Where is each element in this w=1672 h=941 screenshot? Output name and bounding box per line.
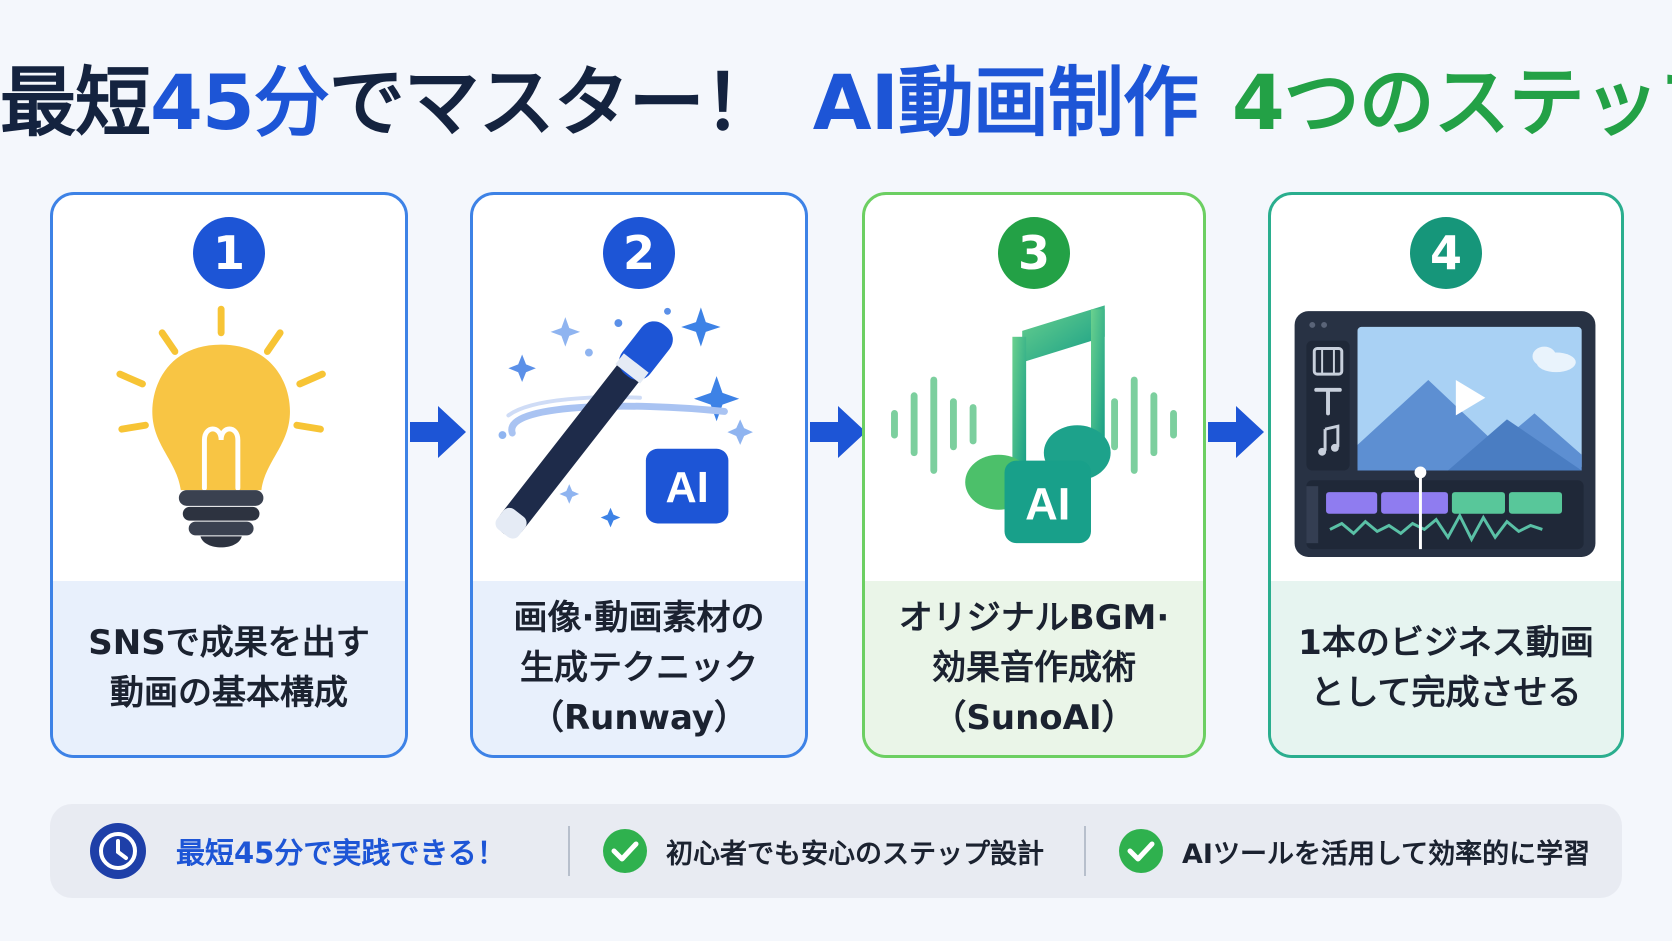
step-card-2: 2 AI 画像·動画素材の 生成テクニック （Runway） (470, 192, 808, 758)
step-2-line-1: 画像·動画素材の (513, 598, 765, 638)
feature-item-1: 最短45分で実践できる！ (88, 804, 506, 898)
step-2-line-3: （Runway） (529, 698, 749, 738)
step-3-line-2: 効果音作成術 (932, 648, 1136, 688)
feature-text-1: 最短45分で実践できる！ (176, 836, 506, 870)
arrow-right-icon (410, 406, 466, 458)
divider (568, 826, 570, 876)
feature-item-2: 初心者でも安心のステップ設計 (602, 804, 1044, 898)
title-part-3: でマスター！ (328, 58, 780, 147)
step-number-badge: 2 (603, 217, 675, 289)
step-3-line-3: （SunoAI） (932, 698, 1136, 738)
video-editor-icon (1294, 311, 1596, 557)
step-number-badge: 1 (193, 217, 265, 289)
music-note-icon: AI (891, 305, 1177, 544)
title-part-4: AI動画制作 (812, 58, 1199, 147)
step-number-badge: 4 (1410, 217, 1482, 289)
step-3-line-1: オリジナルBGM· (898, 598, 1170, 638)
step-4-line-1: 1本のビジネス動画 (1298, 623, 1594, 663)
check-icon (1119, 829, 1163, 873)
page-title: 最短45分でマスター！ AI動画制作 4つのステップ (0, 48, 1672, 158)
feature-bar: 最短45分で実践できる！ 初心者でも安心のステップ設計 AIツールを活用して効率… (50, 804, 1622, 898)
feature-text-2: 初心者でも安心のステップ設計 (666, 838, 1044, 870)
step-1-line-1: SNSで成果を出す (88, 623, 370, 663)
step-card-3: 3 AI オリジナルBGM· 効果音作成術 （SunoAI） (862, 192, 1206, 758)
feature-item-3: AIツールを活用して効率的に学習 (1118, 804, 1590, 898)
ai-badge-text: AI (1025, 479, 1070, 530)
arrow-right-icon (810, 406, 866, 458)
step-1-line-2: 動画の基本構成 (110, 673, 348, 713)
step-number-badge: 3 (998, 217, 1070, 289)
title-part-2: 45分 (150, 58, 330, 147)
step-card-1: 1 SNSで成果を出す 動画の基本構成 (50, 192, 408, 758)
clock-icon (90, 823, 146, 879)
step-card-4: 4 1本のビジネス動画 として完成させる (1268, 192, 1624, 758)
title-part-5: 4つのステップ (1231, 58, 1672, 147)
check-icon (603, 829, 647, 873)
divider (1084, 826, 1086, 876)
title-part-1: 最短 (0, 58, 151, 147)
ai-badge-text: AI (666, 464, 709, 512)
magic-wand-icon: AI (495, 307, 753, 539)
step-2-line-2: 生成テクニック (520, 648, 758, 688)
arrow-right-icon (1208, 406, 1264, 458)
lightbulb-icon (116, 305, 326, 548)
step-4-line-2: として完成させる (1310, 673, 1582, 713)
feature-text-3: AIツールを活用して効率的に学習 (1182, 838, 1591, 870)
